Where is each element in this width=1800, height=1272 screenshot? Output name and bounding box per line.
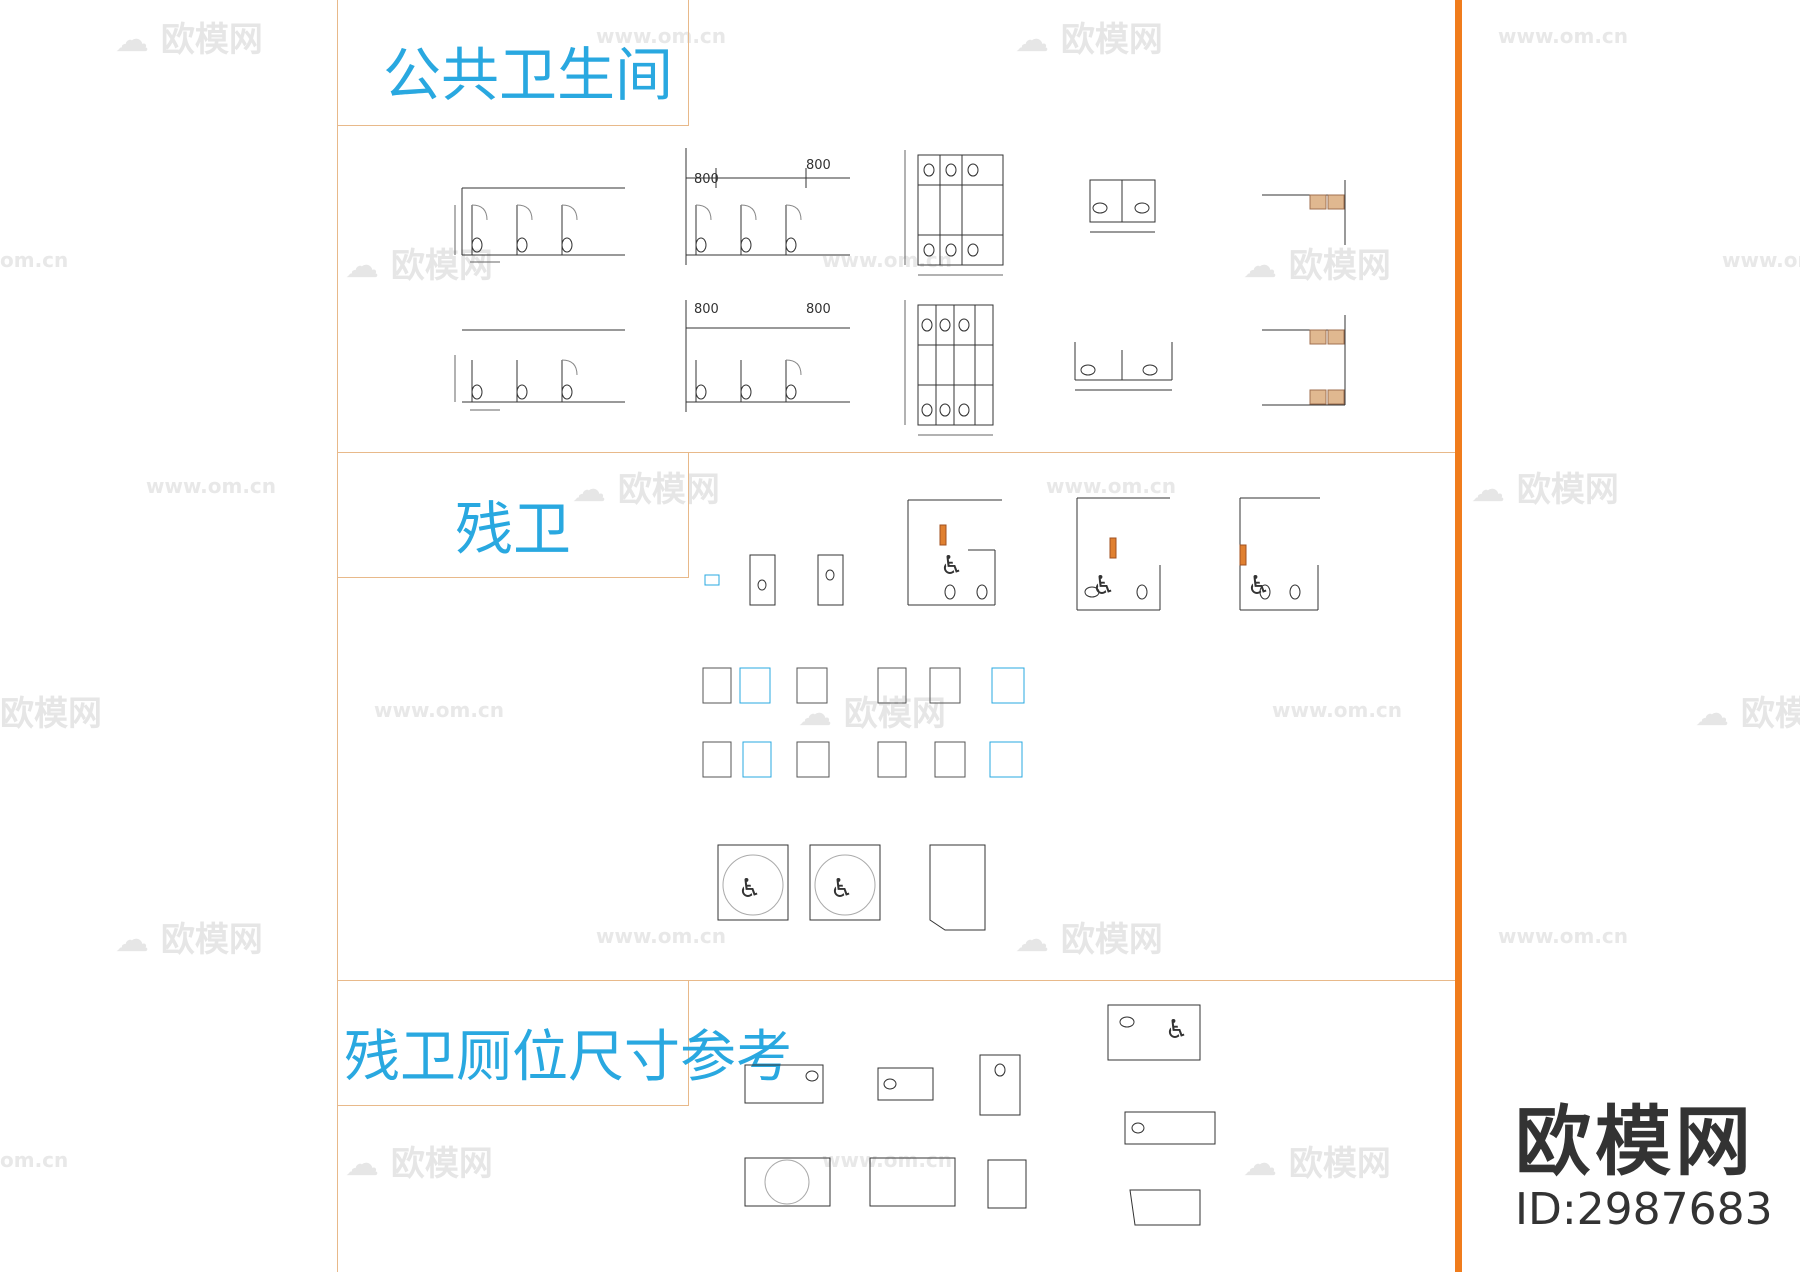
- wheelchair-icon: ♿: [940, 551, 963, 581]
- watermark-url: www.om.cn: [1722, 248, 1800, 272]
- section-title-box: [337, 980, 689, 1106]
- watermark-logo: ☁ 欧模网: [345, 1144, 493, 1184]
- watermark-url: om.cn: [0, 1148, 69, 1172]
- watermark-logo: ☁ 欧模网: [572, 470, 720, 510]
- stall-plan: [685, 148, 850, 265]
- dimension-label: 800: [694, 302, 719, 317]
- watermark-url: www.om.cn: [1498, 924, 1629, 948]
- watermark-logo: ☁ 欧模网: [1243, 1144, 1391, 1184]
- watermark-logo: ☁ 欧模网: [115, 920, 263, 960]
- accessible-plan: [1076, 497, 1170, 611]
- watermark-url: www.om.cn: [1272, 698, 1403, 722]
- accessible-detail-group: [702, 667, 1025, 778]
- accessible-plan: [704, 554, 844, 606]
- watermark-url: www.om.cn: [822, 248, 953, 272]
- watermark-logo: ☁ 欧模网: [1015, 20, 1163, 60]
- watermark-logo: ☁ 欧模网: [345, 246, 493, 286]
- dimension-label: 800: [694, 172, 719, 187]
- dimension-label: 800: [806, 302, 831, 317]
- reference-plan-group: [744, 1004, 1216, 1226]
- stall-plan: [1074, 342, 1173, 391]
- frame-left-line: [337, 0, 338, 1272]
- wheelchair-icon: ♿: [830, 874, 853, 904]
- watermark-logo: ☁ 欧模网: [1471, 470, 1619, 510]
- stall-plan: [1262, 180, 1346, 245]
- stall-plan: [904, 150, 1004, 276]
- watermark-url: om.cn: [0, 248, 69, 272]
- accessible-plan: [1239, 497, 1320, 611]
- dimension-label: 800: [806, 158, 831, 173]
- stall-plan: [685, 300, 850, 412]
- accessible-room-plan: [717, 844, 986, 931]
- watermark-logo: ☁ 欧模网: [1243, 246, 1391, 286]
- stall-plan: [1262, 315, 1346, 406]
- section-title: 公共卫生间: [383, 41, 674, 109]
- watermark-url: www.om.cn: [596, 924, 727, 948]
- stall-plan: [454, 329, 625, 411]
- section-title-box: [337, 0, 689, 126]
- watermark-url: www.om.cn: [146, 474, 277, 498]
- wheelchair-icon: ♿: [1092, 571, 1115, 601]
- watermark-url: www.om.cn: [1498, 24, 1629, 48]
- wheelchair-icon: ♿: [738, 874, 761, 904]
- wheelchair-icon: ♿: [1247, 571, 1270, 601]
- watermark-logo: ☁ 欧模网: [798, 694, 946, 734]
- frame-divider-2: [337, 980, 1455, 981]
- brand-mark: 欧模网 ID:2987683: [1515, 1080, 1773, 1235]
- watermark-logo: ☁ 欧模网: [1695, 694, 1800, 734]
- watermark-url: www.om.cn: [596, 24, 727, 48]
- watermark-logo: ☁ 欧模网: [1015, 920, 1163, 960]
- watermark-logo: ☁ 欧模网: [115, 20, 263, 60]
- stall-plan: [1089, 179, 1156, 233]
- watermark-logo: 欧模网: [0, 694, 102, 734]
- section-title: 残卫: [455, 495, 572, 563]
- accessible-plan: [907, 499, 1002, 606]
- brand-logo: 欧模网: [1515, 1097, 1755, 1186]
- stall-plan: [454, 187, 625, 263]
- watermark-url: www.om.cn: [822, 1148, 953, 1172]
- watermark-url: www.om.cn: [374, 698, 505, 722]
- section-title-box: [337, 452, 689, 578]
- frame-divider-1: [337, 452, 1455, 453]
- frame-right-bar: [1455, 0, 1462, 1272]
- brand-id: ID:2987683: [1515, 1184, 1773, 1235]
- section-title: 残卫厕位尺寸参考: [344, 1025, 792, 1090]
- stall-plan: [904, 300, 994, 436]
- watermark-url: www.om.cn: [1046, 474, 1177, 498]
- wheelchair-icon: ♿: [1165, 1015, 1188, 1045]
